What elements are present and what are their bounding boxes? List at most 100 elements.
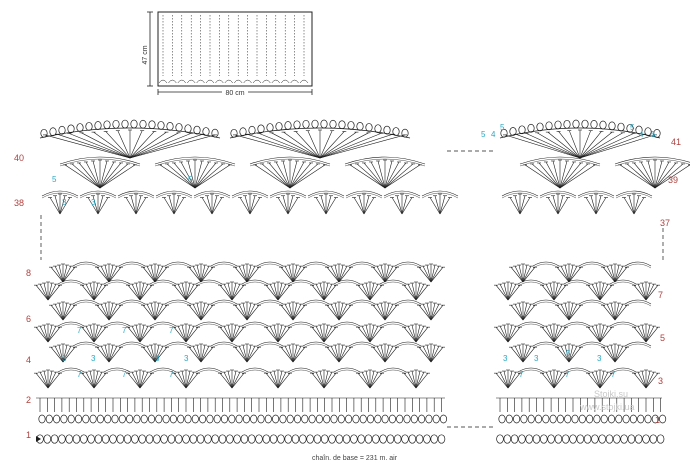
- row-number-6: 6: [26, 314, 31, 324]
- chain-arc: [287, 321, 315, 327]
- stitch-stroke: [545, 283, 555, 301]
- stitch-stroke: [108, 346, 122, 363]
- chain-arc: [394, 341, 422, 347]
- stitch-count: 5: [188, 175, 193, 184]
- stitch-stroke: [242, 302, 248, 321]
- stitch-stroke: [606, 303, 616, 321]
- stitch-stroke: [579, 131, 602, 159]
- chain-loop: [72, 434, 81, 444]
- stitch-stroke: [610, 344, 616, 363]
- stitch-stroke: [108, 266, 122, 283]
- chain-arc: [256, 263, 284, 269]
- chain-arc: [149, 321, 177, 327]
- chain-arc: [563, 323, 591, 329]
- chain-loop: [311, 119, 319, 129]
- chain-loop: [498, 414, 506, 424]
- stitch-stroke: [522, 344, 528, 363]
- stitch-stroke: [415, 284, 429, 301]
- stitch-stroke: [384, 303, 394, 321]
- stitch-stroke: [411, 370, 417, 389]
- stitch-stroke: [369, 326, 383, 343]
- chain-loop: [315, 414, 323, 424]
- stitch-stroke: [185, 325, 195, 343]
- stitch-stroke: [47, 326, 61, 343]
- stitch-stroke: [338, 346, 352, 363]
- chain-loop: [96, 414, 104, 424]
- stitch-stroke: [69, 133, 131, 159]
- stitch-stroke: [415, 325, 425, 343]
- stitch-count: 7: [122, 370, 127, 379]
- stitch-stroke: [139, 324, 145, 343]
- chain-loop: [247, 434, 256, 444]
- chain-loop: [513, 414, 521, 424]
- stitch-stroke: [507, 325, 517, 343]
- stitch-stroke: [280, 304, 294, 321]
- stitch-stroke: [552, 195, 559, 215]
- stitch-stroke: [231, 371, 241, 389]
- stitch-stroke: [59, 197, 71, 215]
- stitch-stroke: [185, 372, 199, 389]
- chain-arc: [609, 321, 637, 327]
- schematic-scallop: [271, 79, 281, 84]
- chain-loop: [155, 414, 163, 424]
- stitch-stroke: [391, 197, 403, 215]
- stitch-stroke: [556, 304, 570, 321]
- chain-loop: [509, 127, 517, 136]
- stitch-stroke: [117, 130, 131, 159]
- stitch-stroke: [514, 195, 521, 215]
- chain-loop: [520, 414, 528, 424]
- chain-arc: [149, 279, 177, 285]
- stitch-stroke: [289, 163, 319, 189]
- stitch-stroke: [259, 133, 321, 159]
- stitch-stroke: [223, 325, 233, 343]
- stitch-stroke: [49, 197, 61, 215]
- stitch-count: 5: [500, 123, 505, 132]
- stitch-stroke: [249, 195, 256, 215]
- stitch-stroke: [495, 284, 509, 301]
- stitch-stroke: [289, 161, 305, 189]
- chain-loop: [527, 123, 535, 133]
- chain-loop: [547, 434, 555, 444]
- stitch-stroke: [587, 372, 601, 389]
- stitch-stroke: [590, 195, 597, 215]
- schematic-scallop: [158, 79, 168, 84]
- chain-arc: [348, 261, 376, 267]
- stitch-count: 7: [611, 370, 616, 379]
- chain-loop: [554, 434, 563, 444]
- chain-loop: [642, 434, 650, 444]
- chain-loop: [554, 120, 562, 130]
- stitch-stroke: [93, 324, 99, 343]
- stitch-stroke: [560, 345, 570, 363]
- chain-arc: [302, 299, 330, 305]
- stitch-stroke: [231, 283, 241, 301]
- stitch-counts-top-right: 5 4 5 5 4 5: [481, 123, 656, 139]
- stitch-stroke: [553, 371, 563, 389]
- stitch-stroke: [334, 264, 340, 283]
- chain-arc: [287, 279, 315, 285]
- stitch-stroke: [415, 324, 421, 343]
- row-number-38: 38: [14, 198, 24, 208]
- stitch-stroke: [211, 197, 223, 215]
- chain-arc: [79, 192, 117, 199]
- stitch-stroke: [552, 160, 561, 189]
- stitch-stroke: [645, 370, 651, 389]
- stitch-stroke: [591, 283, 601, 301]
- stitch-stroke: [185, 284, 199, 301]
- stitch-stroke: [610, 264, 616, 283]
- stitch-stroke: [269, 325, 279, 343]
- stitch-stroke: [434, 195, 441, 215]
- chain-arc: [195, 281, 223, 287]
- chain-arc: [154, 156, 236, 165]
- schematic-scallop: [224, 79, 234, 84]
- stitch-stroke: [654, 160, 663, 189]
- stitch-stroke: [557, 195, 564, 215]
- stitch-count: 5: [630, 123, 635, 132]
- stitch-stroke: [614, 345, 624, 363]
- stitch-stroke: [396, 195, 403, 215]
- stitch-stroke: [559, 163, 589, 189]
- chain-arc: [72, 261, 100, 267]
- stitch-stroke: [85, 371, 95, 389]
- stitch-stroke: [280, 266, 294, 283]
- stitch-stroke: [330, 345, 340, 363]
- chain-loop: [556, 414, 564, 424]
